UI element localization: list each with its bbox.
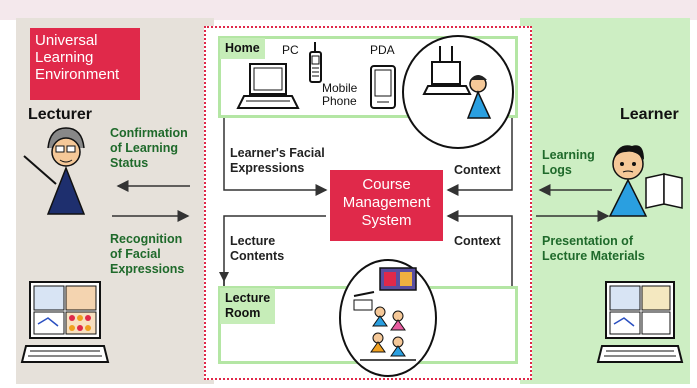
cms-line-2: Management (342, 194, 431, 211)
pc-laptop-icon (236, 63, 300, 109)
confirmation-label: Confirmation of Learning Status (110, 126, 188, 171)
cms-line-3: System (361, 212, 412, 229)
presentation-line-1: Presentation of (542, 234, 633, 248)
pda-label: PDA (370, 43, 395, 57)
lecture-room-line-2: Room (225, 306, 261, 320)
learning-logs-label: Learning Logs (542, 148, 595, 178)
facial-line-2: Expressions (230, 161, 305, 175)
context-top-label: Context (454, 163, 501, 177)
recognition-label: Recognition of Facial Expressions (110, 232, 184, 277)
title-line-1: Universal (35, 32, 98, 49)
environment-title: Universal Learning Environment (30, 28, 140, 100)
lecture-contents-line-1: Lecture (230, 234, 276, 248)
title-line-2: Learning (35, 49, 94, 66)
pc-label: PC (282, 43, 299, 57)
classroom-circle (339, 259, 437, 377)
lecturer-figure (23, 127, 86, 215)
lecture-contents-label: Lecture Contents (230, 234, 284, 264)
presentation-label: Presentation of Lecture Materials (542, 234, 645, 264)
pda-icon (370, 65, 396, 109)
mobile-phone-icon (309, 42, 322, 83)
context-bottom-label: Context (454, 234, 501, 248)
facial-expressions-label: Learner's Facial Expressions (230, 146, 325, 176)
top-band (0, 0, 697, 20)
recognition-line-3: Expressions (110, 262, 185, 276)
cms-line-1: Course (362, 176, 411, 193)
lecturer-monitor-icon (20, 281, 110, 363)
mobile-phone-label: Mobile Phone (322, 82, 357, 108)
learner-arrows (536, 184, 612, 222)
lecture-contents-arrowhead (219, 272, 229, 282)
mobile-line-2: Phone (322, 94, 357, 108)
confirmation-line-2: of Learning (110, 141, 179, 155)
lecturer-label: Lecturer (28, 106, 93, 123)
lecturer-arrows (112, 180, 190, 222)
logs-line-2: Logs (542, 163, 572, 177)
learner-figure (608, 145, 683, 217)
facial-line-1: Learner's Facial (230, 146, 325, 160)
home-tag: Home (220, 38, 265, 59)
confirmation-line-1: Confirmation (110, 126, 188, 140)
title-line-3: Environment (35, 66, 120, 83)
lecture-room-line-1: Lecture (225, 291, 271, 305)
mobile-line-1: Mobile (322, 81, 358, 95)
lecture-room-tag: Lecture Room (220, 288, 276, 324)
cms-connectors (223, 118, 513, 286)
recognition-line-2: of Facial (110, 247, 161, 261)
logs-line-1: Learning (542, 148, 595, 162)
learner-label: Learner (620, 106, 679, 123)
confirmation-line-3: Status (110, 156, 149, 170)
learner-monitor-icon (596, 281, 684, 363)
lecture-contents-line-2: Contents (230, 249, 285, 263)
home-learner-circle (402, 35, 514, 149)
course-management-system: Course Management System (330, 170, 443, 241)
recognition-line-1: Recognition (110, 232, 183, 246)
presentation-line-2: Lecture Materials (542, 249, 645, 263)
